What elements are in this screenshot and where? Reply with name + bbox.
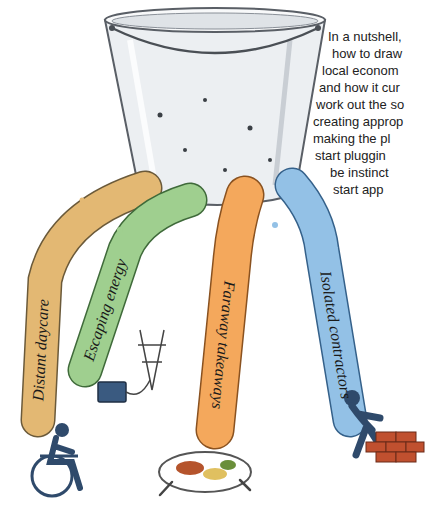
- note-text: creating approp: [313, 113, 403, 130]
- seated-figure: [50, 438, 80, 488]
- note-text: work out the so: [316, 96, 404, 113]
- wheelchair-frame: [40, 455, 78, 458]
- note-text: start pluggin: [315, 147, 386, 164]
- handle-lug: [109, 25, 115, 31]
- handle-lug: [315, 25, 321, 31]
- food: [203, 468, 227, 480]
- figure-head: [55, 423, 69, 437]
- water-drip: [80, 198, 85, 203]
- bucket-handle: [112, 28, 318, 53]
- note-text: and how it cur: [319, 79, 400, 96]
- bucket-hole: [223, 168, 227, 172]
- food: [176, 461, 204, 475]
- bucket-hole: [248, 126, 253, 131]
- pylon-icon: [138, 330, 166, 390]
- bucket-shine: [130, 40, 155, 185]
- brick: [376, 432, 396, 442]
- bucket-shade: [275, 40, 290, 185]
- tv-icon: [98, 382, 126, 402]
- brick: [396, 432, 416, 442]
- brick: [376, 452, 396, 462]
- note-text: how to draw: [332, 45, 402, 62]
- note-text: be instinct: [330, 164, 389, 181]
- cutlery: [160, 480, 250, 495]
- food: [220, 460, 236, 470]
- note-text: start app: [333, 181, 384, 198]
- bucket-inner-rim: [112, 13, 318, 29]
- bucket-hole: [158, 113, 163, 118]
- brick: [366, 442, 386, 452]
- water-drip: [272, 222, 278, 228]
- water-drip: [117, 227, 123, 233]
- plate: [159, 452, 251, 492]
- brick: [396, 452, 416, 462]
- bucket-hole: [183, 148, 187, 152]
- bucket-rim: [105, 8, 325, 32]
- note-text: making the pl: [313, 130, 390, 147]
- bucket-hole: [203, 98, 207, 102]
- brick: [386, 442, 406, 452]
- note-text: In a nutshell,: [328, 28, 402, 45]
- note-text: local econom: [322, 62, 399, 79]
- power-cable: [126, 380, 150, 394]
- brick: [406, 442, 424, 452]
- bucket-hole: [268, 158, 272, 162]
